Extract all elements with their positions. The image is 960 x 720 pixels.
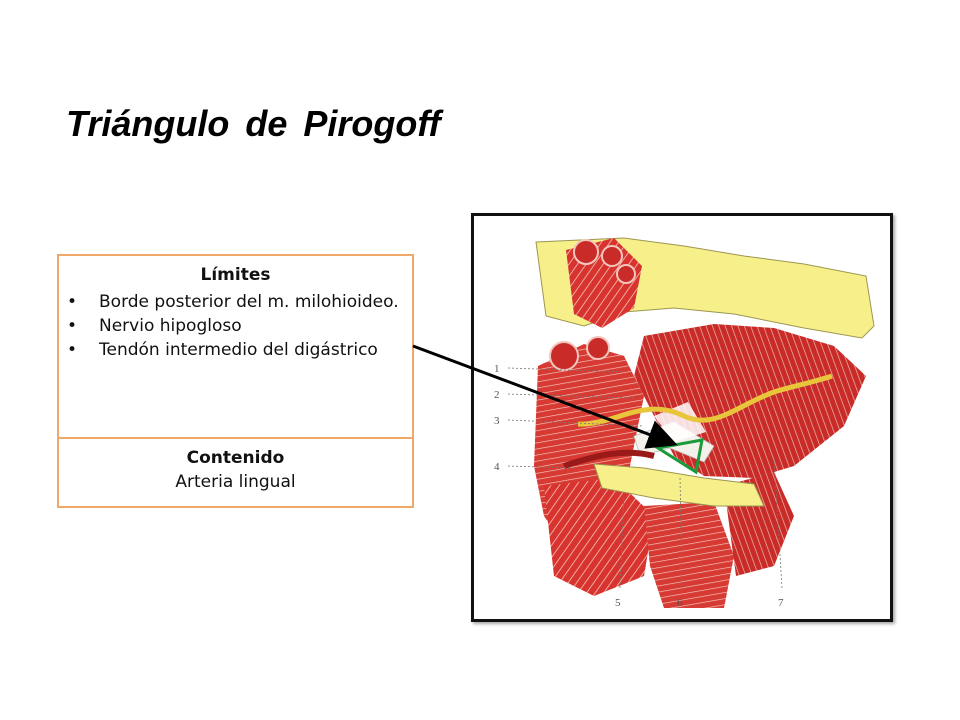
figure-label: 5 <box>615 597 621 609</box>
figure-label: 4 <box>494 461 500 473</box>
anatomy-illustration: 1 2 3 4 5 6 7 <box>471 213 893 622</box>
lower-muscle-left <box>544 478 654 596</box>
limit-item: Borde posterior del m. milohioideo. <box>67 290 412 314</box>
muscle-cut-circle <box>616 264 636 284</box>
limits-heading: Límites <box>200 265 271 285</box>
figure-label: 2 <box>494 389 500 401</box>
muscle-cut-circle <box>601 245 623 267</box>
slide-title: Triángulo de Pirogoff <box>66 103 441 144</box>
figure-label: 7 <box>778 597 784 609</box>
limit-item: Tendón intermedio del digástrico <box>67 338 412 362</box>
figure-label: 6 <box>677 597 683 609</box>
content-value: Arteria lingual <box>175 472 296 492</box>
anatomy-drawing: 1 2 3 4 5 6 7 <box>494 237 875 609</box>
limits-list: Borde posterior del m. milohioideo. Nerv… <box>59 290 412 362</box>
content-section: Contenido Arteria lingual <box>59 439 412 506</box>
figure-label: 1 <box>494 363 500 375</box>
lower-muscle-mid <box>644 502 734 608</box>
limit-item: Nervio hipogloso <box>67 314 412 338</box>
content-heading: Contenido <box>186 448 285 468</box>
limits-section: Límites Borde posterior del m. milohioid… <box>59 256 412 439</box>
muscle-cut-circle <box>586 336 610 360</box>
hypoglossal-nerve <box>577 373 833 427</box>
lingual-artery <box>563 449 655 469</box>
muscle-cut-circle <box>573 239 599 265</box>
info-box: Límites Borde posterior del m. milohioid… <box>57 254 414 508</box>
pirogoff-triangle <box>653 438 704 475</box>
hyoid-bone <box>593 463 765 507</box>
figure-label: 3 <box>494 415 500 427</box>
